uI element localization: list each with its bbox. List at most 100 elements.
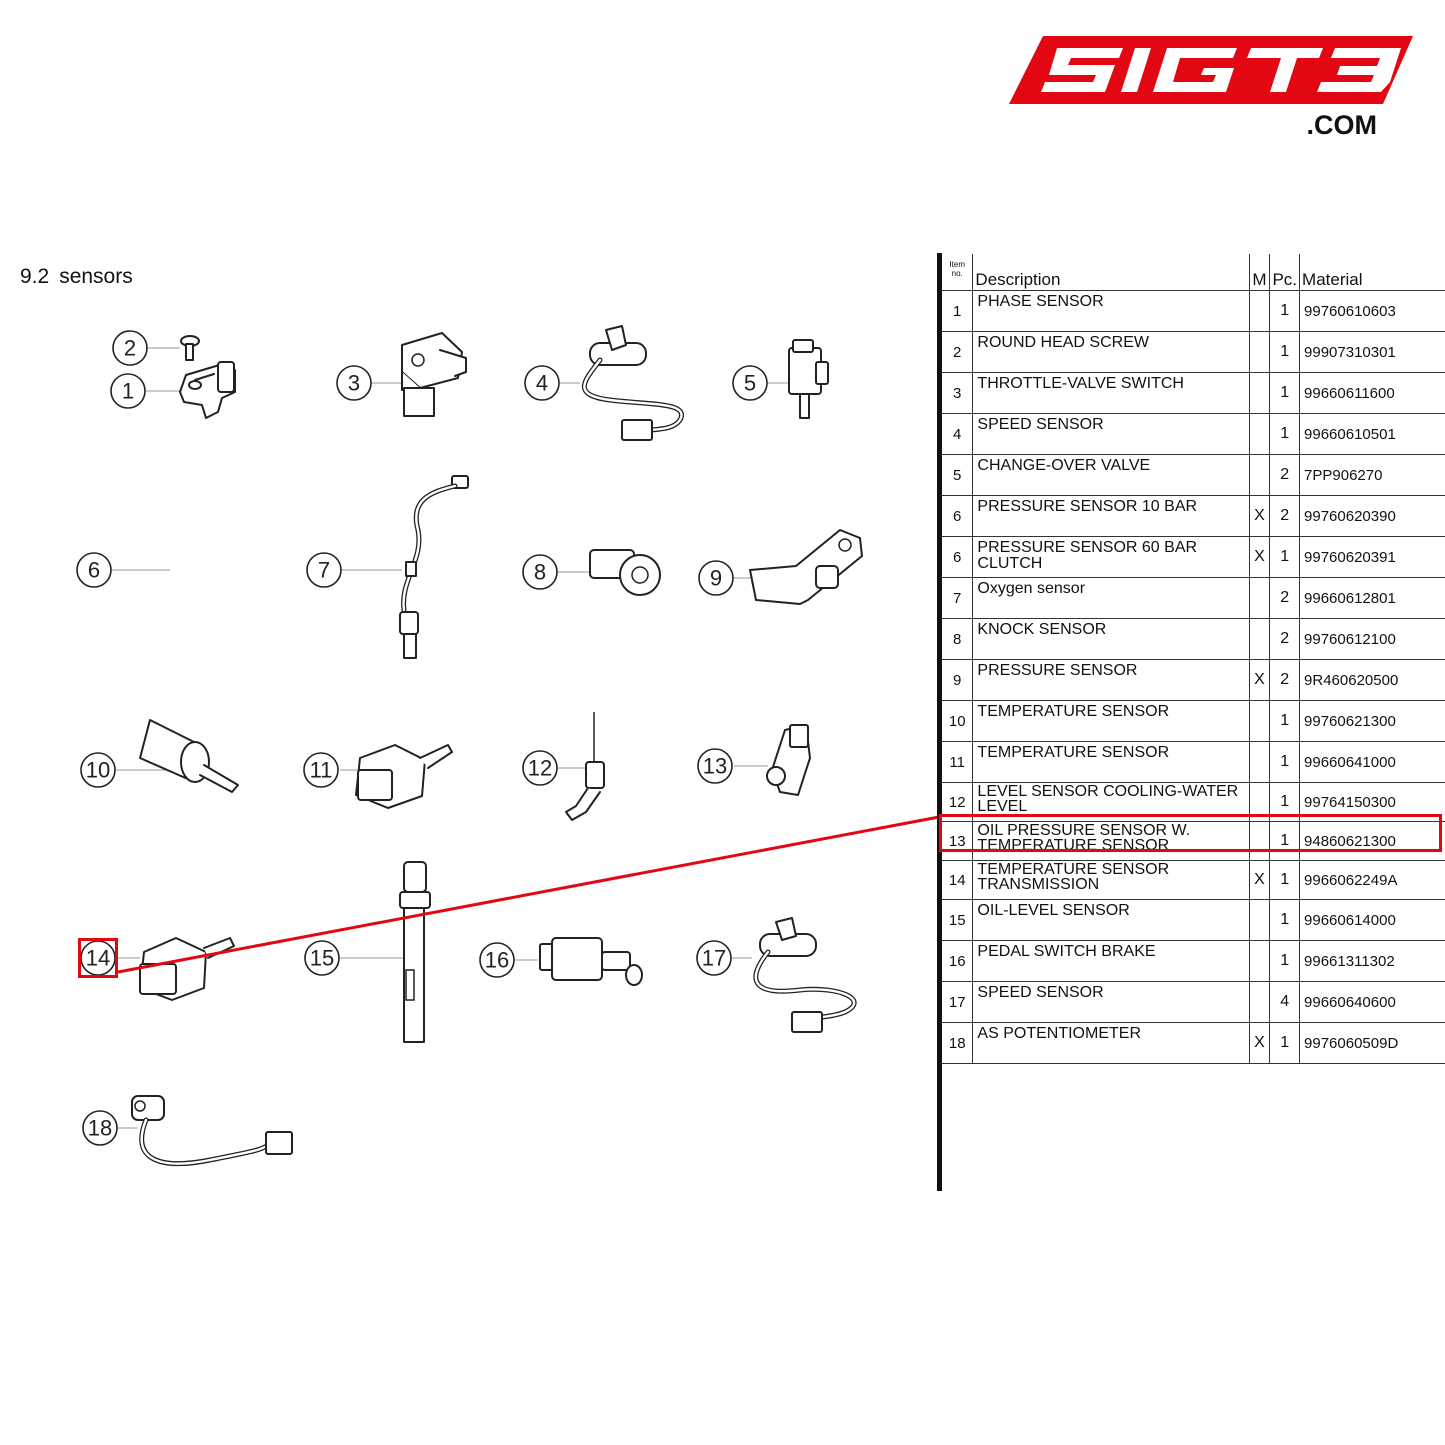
cell-material: 99660640600 [1299,981,1445,1023]
callout-11[interactable]: 11 [303,752,339,788]
part-7-oxygen-sensor[interactable] [342,475,469,659]
part-16-pedal-switch-brake[interactable] [514,937,643,986]
cell-m: X [1248,495,1271,537]
cell-item-no: 16 [942,940,974,982]
svg-text:13: 13 [703,754,727,779]
cell-description: TEMPERATURE SENSOR [972,700,1250,742]
part-17-speed-sensor[interactable] [732,917,857,1033]
callout-13[interactable]: 13 [697,748,733,784]
cell-m [1248,454,1271,496]
callout-17[interactable]: 17 [696,940,732,976]
brand-domain: .COM [1306,110,1378,140]
part-1-phase-sensor[interactable] [146,361,236,419]
part-3-throttle-valve-switch[interactable] [372,332,467,417]
cell-pc: 1 [1269,372,1301,414]
svg-text:7: 7 [318,558,330,583]
highlight-callout-box [78,938,118,978]
cell-item-no: 18 [942,1022,974,1064]
callout-1[interactable]: 1 [110,373,146,409]
cell-pc: 1 [1269,899,1301,941]
cell-description: Oxygen sensor [972,577,1250,619]
cell-material: 9966062249A [1299,860,1445,900]
part-9-pressure-sensor[interactable] [734,529,863,605]
section-title: sensors [59,265,133,288]
part-10-temperature-sensor[interactable] [116,719,239,793]
callout-12[interactable]: 12 [522,750,558,786]
callout-7[interactable]: 7 [306,552,342,588]
cell-material: 9976060509D [1299,1022,1445,1064]
cell-pc: 1 [1269,290,1301,332]
cell-item-no: 6 [942,495,974,537]
part-18-as-potentiometer[interactable] [118,1095,293,1167]
cell-material: 7PP906270 [1299,454,1445,496]
callout-9[interactable]: 9 [698,560,734,596]
callout-15[interactable]: 15 [304,940,340,976]
cell-material: 99760620391 [1299,536,1445,578]
cell-description: THROTTLE-VALVE SWITCH [972,372,1250,414]
svg-text:2: 2 [124,336,136,361]
callout-10[interactable]: 10 [80,752,116,788]
svg-text:5: 5 [744,371,756,396]
cell-pc: 2 [1269,577,1301,619]
svg-text:4: 4 [536,371,548,396]
cell-material: 99661311302 [1299,940,1445,982]
cell-material: 99907310301 [1299,331,1445,373]
cell-material: 9R460620500 [1299,659,1445,701]
svg-text:17: 17 [702,946,726,971]
callout-6[interactable]: 6 [76,552,112,588]
cell-material: 99660641000 [1299,741,1445,783]
part-14-temperature-sensor-transmission[interactable] [118,937,235,1001]
callout-4[interactable]: 4 [524,365,560,401]
cell-pc: 1 [1269,536,1301,578]
brand-logo: .COM [1005,30,1415,145]
cell-pc: 2 [1269,659,1301,701]
cell-description: AS POTENTIOMETER [972,1022,1250,1064]
cell-m: X [1248,860,1271,900]
part-5-change-over-valve[interactable] [768,339,829,419]
part-2-round-head-screw[interactable] [148,335,200,361]
cell-item-no: 10 [942,700,974,742]
cell-item-no: 3 [942,372,974,414]
col-header-item: Item no. [942,254,974,291]
part-13-oil-pressure-sensor[interactable] [734,724,811,796]
cell-description: ROUND HEAD SCREW [972,331,1250,373]
cell-item-no: 6 [942,536,974,578]
callout-8[interactable]: 8 [522,554,558,590]
callout-16[interactable]: 16 [479,942,515,978]
callout-3[interactable]: 3 [336,365,372,401]
highlight-row-box [939,814,1442,852]
callout-2[interactable]: 2 [112,330,148,366]
cell-item-no: 17 [942,981,974,1023]
svg-text:8: 8 [534,560,546,585]
part-4-speed-sensor[interactable] [560,325,684,441]
callout-18[interactable]: 18 [82,1110,118,1146]
cell-material: 99660612801 [1299,577,1445,619]
part-12-level-sensor[interactable] [558,712,605,821]
svg-text:16: 16 [485,948,509,973]
part-11-temperature-sensor[interactable] [340,744,453,809]
callout-5[interactable]: 5 [732,365,768,401]
part-15-oil-level-sensor[interactable] [340,861,431,1043]
part-8-knock-sensor[interactable] [558,549,661,596]
cell-m: X [1248,536,1271,578]
cell-pc: 1 [1269,821,1301,861]
cell-pc: 1 [1269,413,1301,455]
